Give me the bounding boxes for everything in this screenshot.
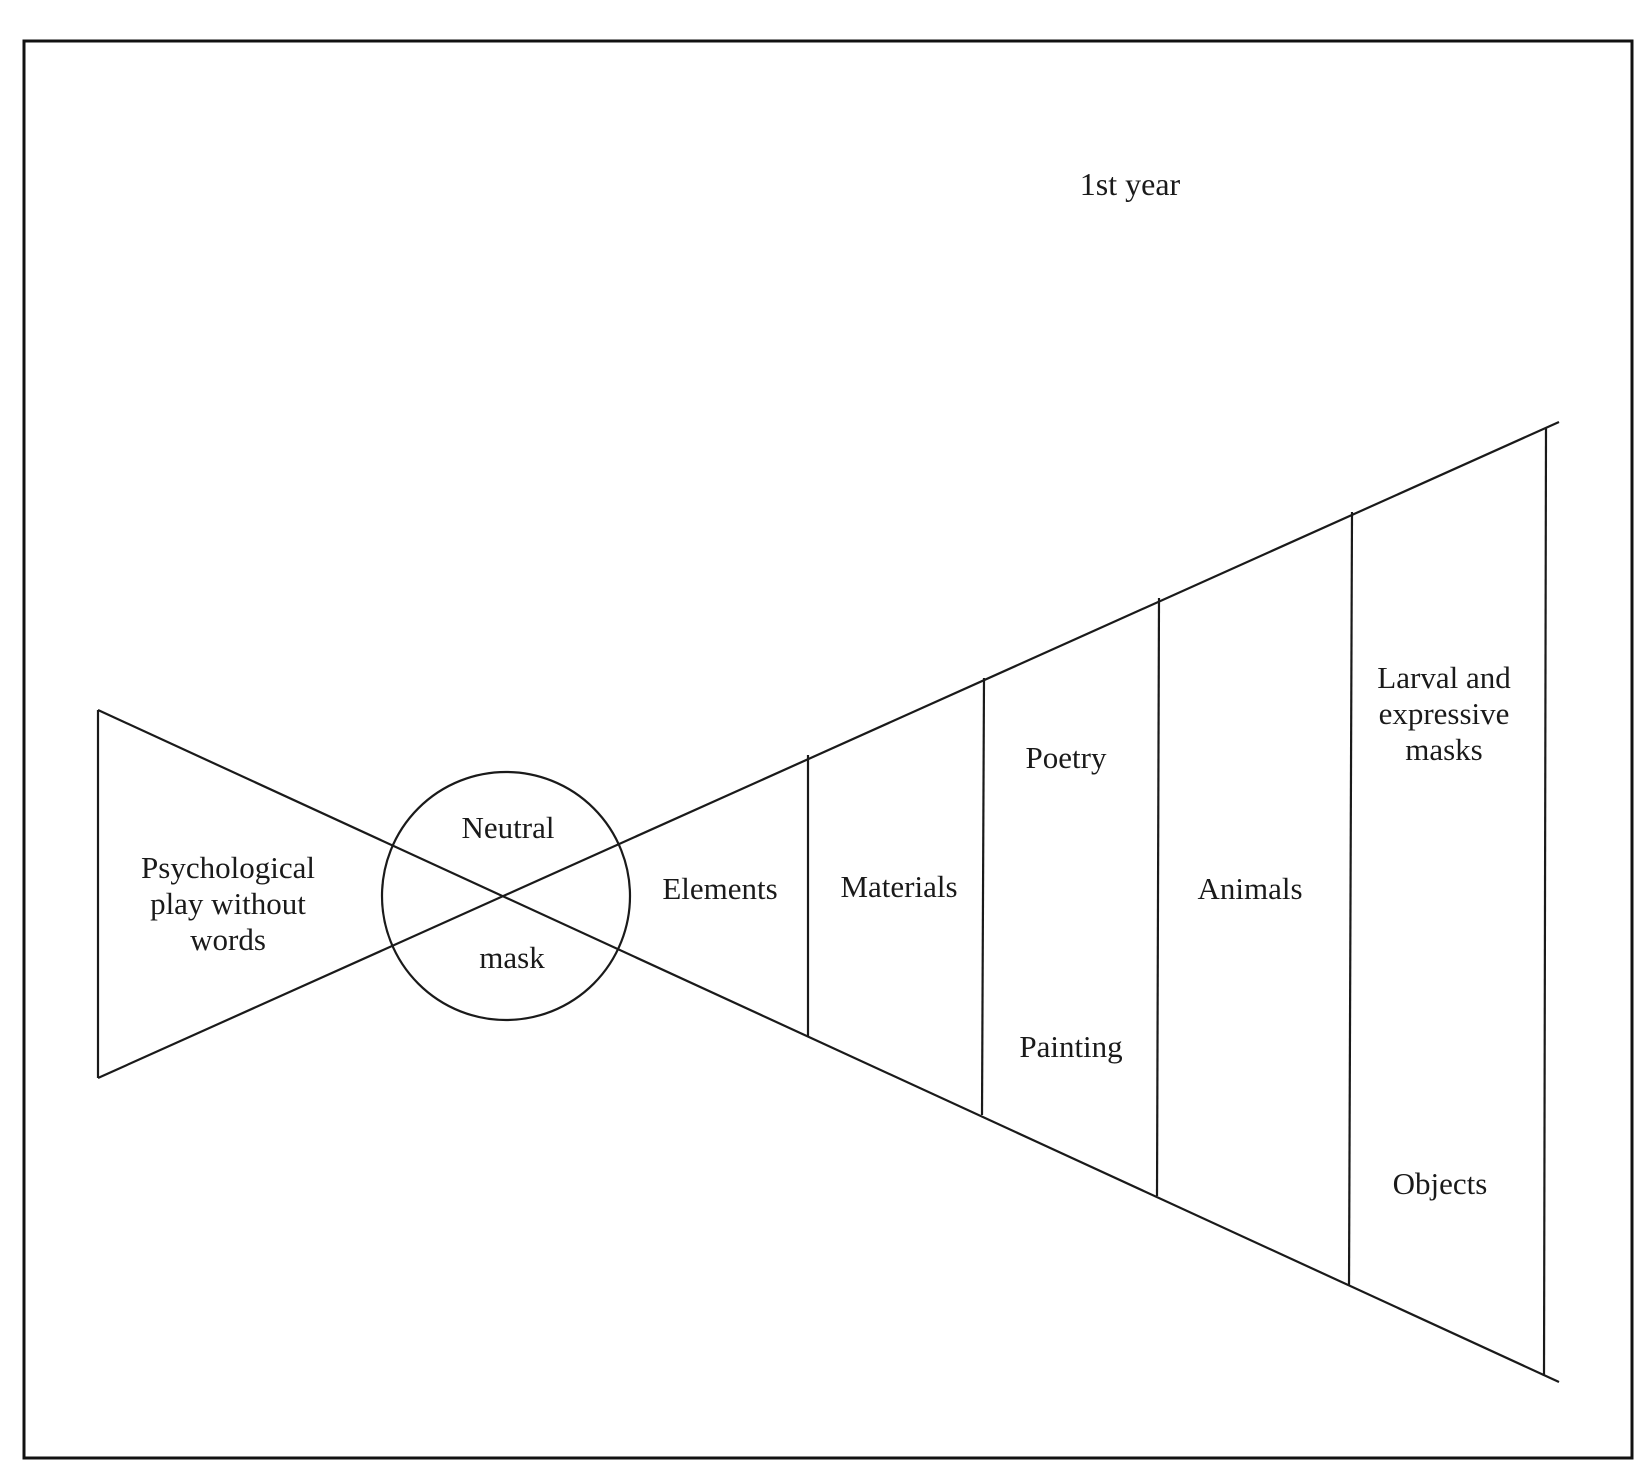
- divider-2: [980, 677, 986, 1116]
- left-label-line-2: play without: [150, 886, 306, 921]
- left-label-line-3: words: [190, 922, 266, 957]
- divider-5: [1542, 427, 1548, 1377]
- circle-top-label: Neutral: [462, 810, 555, 845]
- neutral-mask-circle: [380, 770, 632, 1022]
- left-label-line-1: Psychological: [141, 850, 315, 885]
- segment-elements-label: Elements: [662, 871, 777, 906]
- segment-painting-label: Painting: [1019, 1029, 1122, 1064]
- segment-animals-label: Animals: [1197, 871, 1302, 906]
- figure-border: [22, 39, 1634, 1460]
- segment-objects-label: Objects: [1393, 1166, 1488, 1201]
- upper-ray: [97, 420, 1560, 1080]
- segment-materials-label: Materials: [840, 869, 957, 904]
- segment-larval-line-1: Larval and: [1377, 660, 1511, 695]
- circle-bottom-label: mask: [479, 940, 545, 975]
- segment-larval-line-3: masks: [1405, 732, 1483, 767]
- segment-poetry-label: Poetry: [1026, 740, 1107, 775]
- lower-ray: [97, 709, 1560, 1383]
- diagram-title: 1st year: [1080, 166, 1181, 202]
- divider-4: [1347, 511, 1354, 1287]
- divider-3: [1155, 597, 1161, 1197]
- segment-larval-line-2: expressive: [1379, 696, 1510, 731]
